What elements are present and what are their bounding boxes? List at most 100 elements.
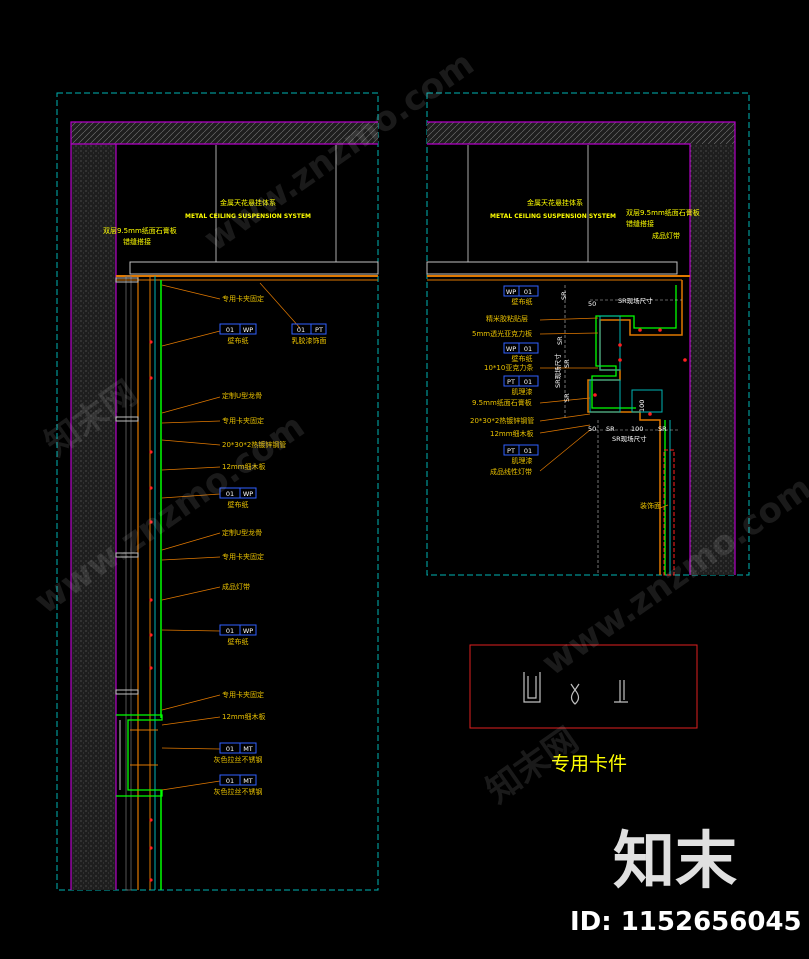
svg-text:PT: PT bbox=[315, 326, 323, 334]
material-tag: 01 WP 壁布纸 bbox=[219, 323, 257, 345]
material-tag: PT 01 肌理漆 bbox=[503, 375, 539, 396]
left-label: 定制U型龙骨 bbox=[222, 391, 262, 400]
left-label: 专用卡夹固定 bbox=[222, 690, 264, 699]
left-title-cn: 金属天花悬挂体系 bbox=[220, 198, 276, 207]
right-title-en: METAL CEILING SUSPENSION SYSTEM bbox=[490, 213, 616, 220]
svg-text:WP: WP bbox=[243, 490, 253, 498]
left-label: 专用卡夹固定 bbox=[222, 416, 264, 425]
svg-text:MT: MT bbox=[243, 777, 253, 785]
svg-text:01: 01 bbox=[226, 777, 234, 785]
svg-text:01: 01 bbox=[226, 490, 234, 498]
svg-text:壁布纸: 壁布纸 bbox=[512, 354, 533, 363]
right-detail bbox=[426, 92, 750, 576]
right-top-label-3: 成品灯带 bbox=[652, 231, 680, 240]
spring-clip-icon bbox=[570, 683, 580, 705]
material-tag: WP 01 壁布纸 bbox=[503, 342, 539, 363]
svg-text:MT: MT bbox=[243, 745, 253, 753]
right-label: 10*10亚克力条 bbox=[484, 363, 533, 372]
material-tag: 01 WP 壁布纸 bbox=[219, 624, 257, 646]
svg-text:01: 01 bbox=[226, 627, 234, 635]
watermark-site: www.znzmo.com bbox=[535, 468, 809, 684]
left-label: 20*30*2热镀锌钢管 bbox=[222, 440, 286, 449]
right-label: 5mm透光亚克力板 bbox=[472, 329, 532, 338]
left-title-en: METAL CEILING SUSPENSION SYSTEM bbox=[185, 213, 311, 220]
right-label: 9.5mm纸面石膏板 bbox=[472, 398, 532, 407]
left-wall bbox=[71, 144, 116, 890]
right-label: 20*30*2热镀锌钢管 bbox=[470, 416, 534, 425]
watermark-site: www.znzmo.com bbox=[197, 44, 482, 260]
left-label: 成品灯带 bbox=[222, 582, 250, 591]
svg-text:WP: WP bbox=[243, 326, 253, 334]
right-top-label-2: 错缝搭接 bbox=[626, 219, 654, 228]
left-label: 专用卡夹固定 bbox=[222, 552, 264, 561]
svg-text:SR: SR bbox=[563, 359, 571, 368]
right-label: 装饰面 bbox=[640, 501, 661, 510]
svg-text:100: 100 bbox=[638, 400, 646, 412]
svg-text:50: 50 bbox=[588, 425, 596, 433]
watermark-logo: 知末 bbox=[613, 824, 737, 897]
svg-text:SR: SR bbox=[606, 425, 615, 433]
u-clip-icon bbox=[523, 672, 541, 703]
right-wall bbox=[690, 144, 735, 575]
dimension-labels: SR 50 SR现场尺寸 SR SR SR SR现场尺寸 100 50 SR 1… bbox=[553, 291, 667, 443]
svg-text:50: 50 bbox=[588, 300, 596, 308]
svg-text:灰色拉丝不锈钢: 灰色拉丝不锈钢 bbox=[214, 755, 263, 764]
svg-text:SR现场尺寸: SR现场尺寸 bbox=[553, 353, 562, 388]
left-top-label-2: 错缝搭接 bbox=[123, 237, 151, 246]
left-label: 12mm细木板 bbox=[222, 462, 266, 471]
svg-text:SR现场尺寸: SR现场尺寸 bbox=[612, 434, 647, 443]
svg-text:01: 01 bbox=[524, 288, 532, 296]
svg-text:SR: SR bbox=[658, 425, 667, 433]
left-magenta-outline bbox=[70, 121, 378, 890]
material-tag: 01 PT 乳胶漆饰面 bbox=[291, 323, 327, 345]
left-frame bbox=[56, 92, 379, 891]
svg-text:乳胶漆饰面: 乳胶漆饰面 bbox=[292, 336, 327, 345]
right-title-cn: 金属天花悬挂体系 bbox=[527, 198, 583, 207]
clip-panel bbox=[469, 644, 698, 729]
left-ceiling-slab bbox=[71, 122, 378, 144]
clip-panel-title: 专用卡件 bbox=[551, 753, 627, 775]
svg-text:PT: PT bbox=[507, 447, 515, 455]
svg-text:01: 01 bbox=[226, 745, 234, 753]
svg-text:SR现场尺寸: SR现场尺寸 bbox=[618, 296, 653, 305]
material-tag: WP 01 壁布纸 bbox=[503, 285, 539, 306]
right-label: 精米胶粘贴层 bbox=[486, 314, 528, 323]
svg-text:SR: SR bbox=[556, 336, 564, 345]
svg-text:肌理漆: 肌理漆 bbox=[512, 387, 533, 396]
right-label: 成品线性灯带 bbox=[490, 467, 532, 476]
svg-text:肌理漆: 肌理漆 bbox=[512, 456, 533, 465]
material-tag: 01 MT 灰色拉丝不锈钢 bbox=[214, 774, 263, 796]
svg-text:PT: PT bbox=[507, 378, 515, 386]
svg-text:01: 01 bbox=[297, 326, 305, 334]
material-tag: 01 WP 壁布纸 bbox=[219, 487, 257, 509]
svg-text:SR: SR bbox=[560, 291, 568, 300]
right-top-label: 双层9.5mm纸面石膏板 bbox=[626, 208, 700, 217]
svg-text:灰色拉丝不锈钢: 灰色拉丝不锈钢 bbox=[214, 787, 263, 796]
right-magenta-outline bbox=[427, 121, 736, 575]
left-detail bbox=[56, 92, 379, 891]
svg-text:01: 01 bbox=[524, 447, 532, 455]
svg-text:WP: WP bbox=[506, 288, 516, 296]
left-label: 12mm细木板 bbox=[222, 712, 266, 721]
svg-text:壁布纸: 壁布纸 bbox=[228, 336, 249, 345]
right-ceiling-slab bbox=[427, 122, 735, 144]
svg-text:100: 100 bbox=[631, 425, 643, 433]
svg-text:壁布纸: 壁布纸 bbox=[228, 500, 249, 509]
right-label: 12mm细木板 bbox=[490, 429, 534, 438]
svg-text:01: 01 bbox=[524, 345, 532, 353]
svg-text:01: 01 bbox=[524, 378, 532, 386]
svg-text:壁布纸: 壁布纸 bbox=[228, 637, 249, 646]
watermark-id: ID: 1152656045 bbox=[570, 907, 802, 937]
material-tag: 01 MT 灰色拉丝不锈钢 bbox=[214, 742, 263, 764]
right-frame bbox=[426, 92, 750, 576]
left-label: 定制U型龙骨 bbox=[222, 528, 262, 537]
svg-text:SR: SR bbox=[563, 393, 571, 402]
material-tag: PT 01 肌理漆 bbox=[503, 444, 539, 465]
t-clip-icon bbox=[614, 680, 628, 703]
svg-text:WP: WP bbox=[243, 627, 253, 635]
svg-text:壁布纸: 壁布纸 bbox=[512, 297, 533, 306]
left-top-label: 双层9.5mm纸面石膏板 bbox=[103, 226, 177, 235]
svg-text:WP: WP bbox=[506, 345, 516, 353]
svg-text:01: 01 bbox=[226, 326, 234, 334]
